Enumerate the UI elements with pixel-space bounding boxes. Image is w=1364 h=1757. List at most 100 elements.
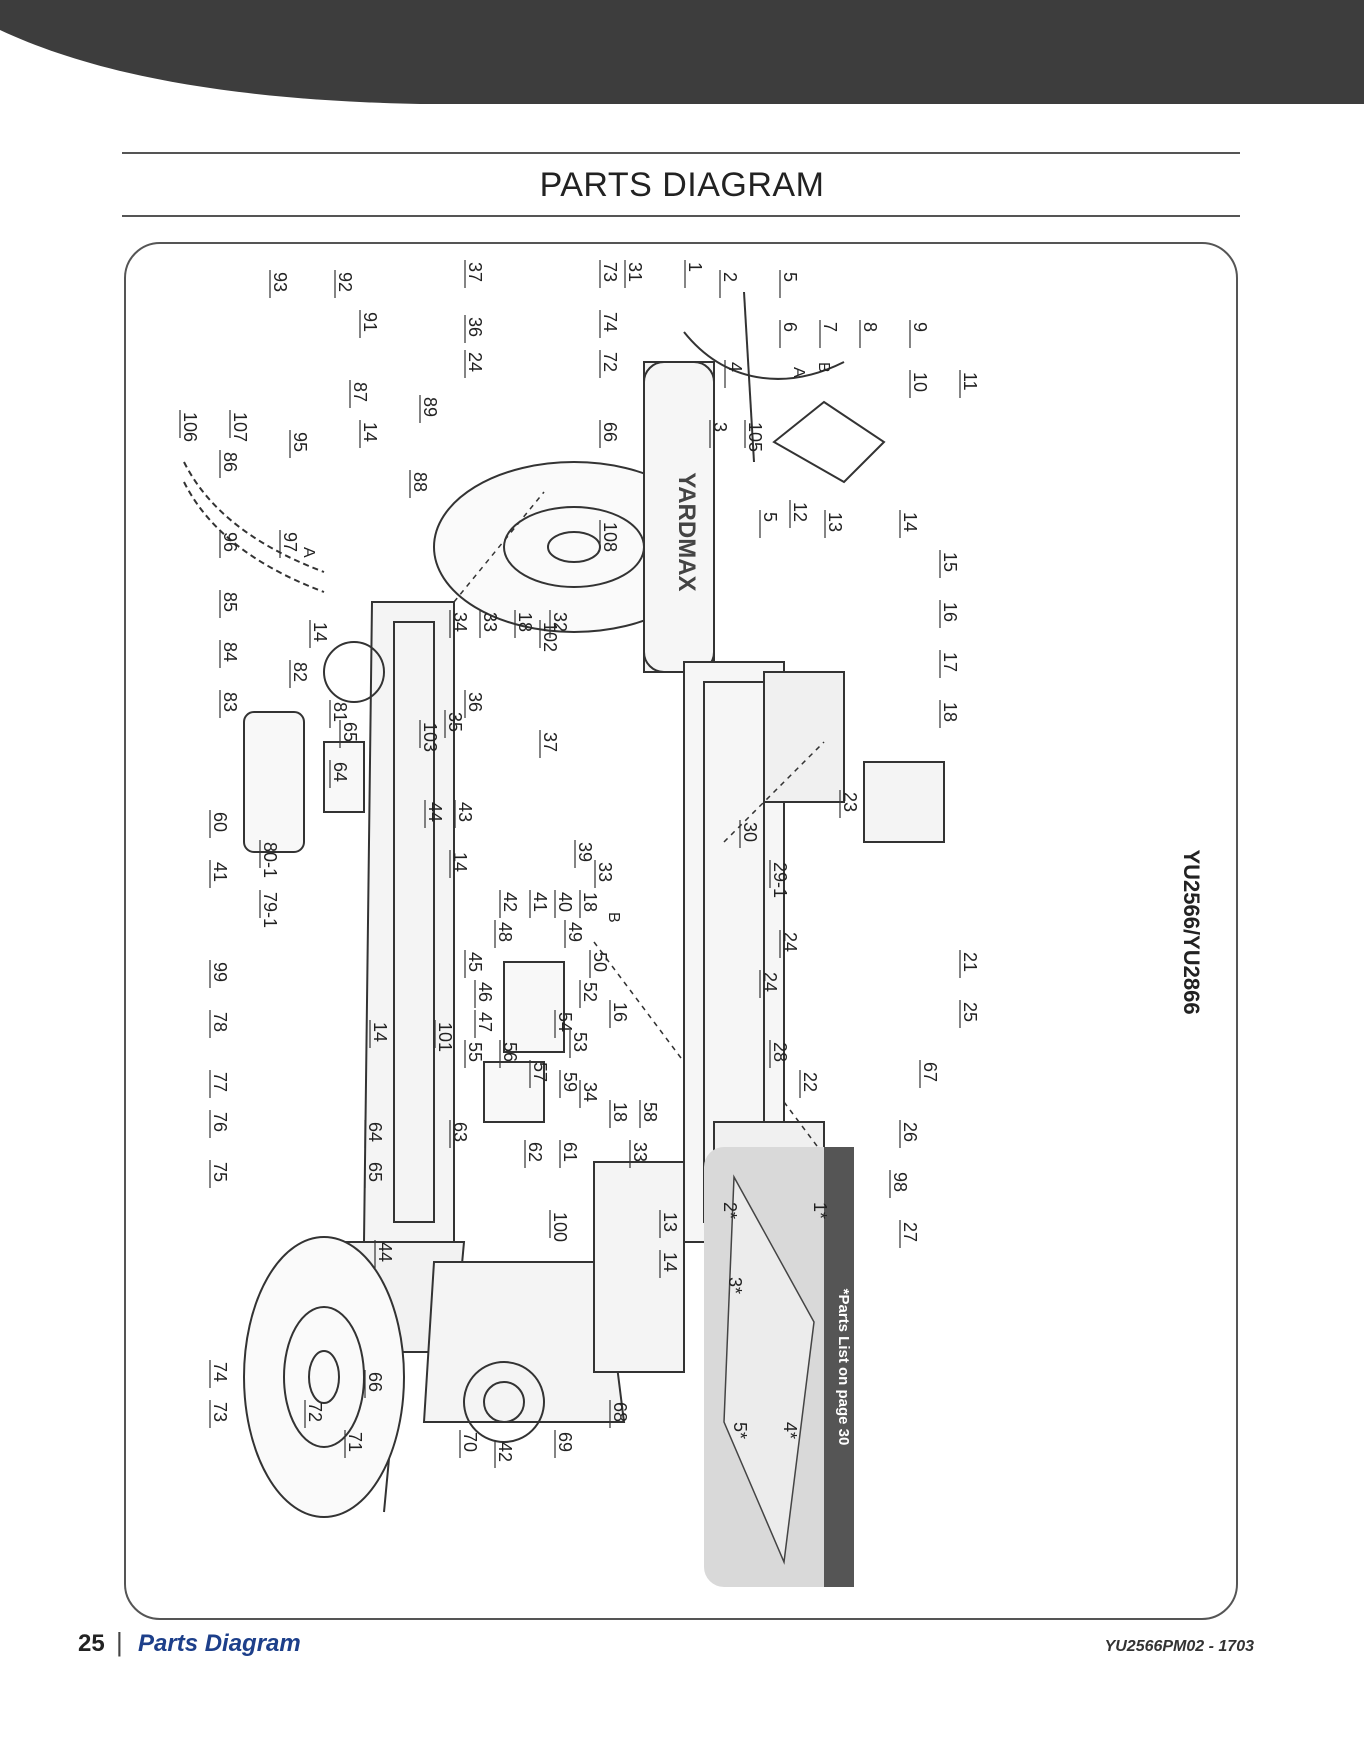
part-callout: 78 — [210, 1012, 230, 1032]
part-callout: 34 — [580, 1082, 600, 1102]
part-callout: 100 — [550, 1212, 570, 1242]
part-callout: 21 — [960, 952, 980, 972]
part-callout: 37 — [540, 732, 560, 752]
part-callout: 44 — [375, 1242, 395, 1262]
part-callout: 9 — [910, 322, 930, 332]
header-band — [0, 0, 1364, 104]
part-callout: 98 — [890, 1172, 910, 1192]
part-callout: 58 — [640, 1102, 660, 1122]
brand-decal: YARDMAX — [673, 472, 700, 591]
inset-callout-labels: 1*2*3*4*5* — [720, 1202, 830, 1439]
part-callout: 1 — [685, 262, 705, 272]
title-rule-top — [122, 152, 1240, 154]
part-callout: 85 — [220, 592, 240, 612]
part-callout: 42 — [495, 1442, 515, 1462]
part-callout: 36 — [465, 317, 485, 337]
part-callout: 44 — [425, 802, 445, 822]
part-callout: 89 — [420, 397, 440, 417]
part-callout: 36 — [465, 692, 485, 712]
part-callout: 83 — [220, 692, 240, 712]
part-callout: 76 — [210, 1112, 230, 1132]
part-callout: 64 — [330, 762, 350, 782]
part-callout: 107 — [230, 412, 250, 442]
part-callout: 69 — [555, 1432, 575, 1452]
part-callout: 7 — [820, 322, 840, 332]
part-callout: 105 — [745, 422, 765, 452]
part-callout: 65 — [340, 722, 360, 742]
part-callout: 88 — [410, 472, 430, 492]
part-callout: 66 — [600, 422, 620, 442]
part-callout: 59 — [560, 1072, 580, 1092]
part-callout: 13 — [660, 1212, 680, 1232]
part-callout: 16 — [610, 1002, 630, 1022]
part-callout: 55 — [465, 1042, 485, 1062]
part-callout: 57 — [530, 1062, 550, 1082]
part-callout: 33 — [480, 612, 500, 632]
part-callout: 82 — [290, 662, 310, 682]
part-callout: 68 — [610, 1402, 630, 1422]
part-callout: 62 — [525, 1142, 545, 1162]
part-callout: 93 — [270, 272, 290, 292]
part-callout: 96 — [220, 532, 240, 552]
part-callout: 14 — [370, 1022, 390, 1042]
part-callout: 73 — [600, 262, 620, 282]
part-callout: 14 — [360, 422, 380, 442]
part-callout: 54 — [555, 1012, 575, 1032]
part-callout: 12 — [790, 502, 810, 522]
part-callout: 67 — [920, 1062, 940, 1082]
title-rule-bottom — [122, 215, 1240, 217]
footer-section-title: Parts Diagram — [138, 1630, 301, 1657]
part-callout: 66 — [365, 1372, 385, 1392]
part-callout: 15 — [940, 552, 960, 572]
part-callout: 64 — [365, 1122, 385, 1142]
page-number: 25 — [78, 1630, 105, 1657]
part-callout: 14 — [900, 512, 920, 532]
part-callout: 71 — [345, 1432, 365, 1452]
part-callout: 5 — [760, 512, 780, 522]
part-callout: 26 — [900, 1122, 920, 1142]
part-callout: 43 — [455, 802, 475, 822]
part-callout: 23 — [840, 792, 860, 812]
line-art — [183, 291, 945, 1518]
part-callout: 18 — [610, 1102, 630, 1122]
part-callout: 45 — [465, 952, 485, 972]
part-callout: 31 — [625, 262, 645, 282]
parts-list-inset: *Parts List on page 30 — [704, 1147, 854, 1587]
part-callout: 49 — [565, 922, 585, 942]
port-label: A — [790, 367, 807, 378]
part-callout: 14 — [310, 622, 330, 642]
part-callout: 39 — [575, 842, 595, 862]
part-callout: 14 — [450, 852, 470, 872]
part-callout: 16 — [940, 602, 960, 622]
part-callout: 72 — [305, 1402, 325, 1422]
part-callout: 24 — [760, 972, 780, 992]
part-callout: 28 — [770, 1042, 790, 1062]
part-callout: 42 — [500, 892, 520, 912]
document-code: YU2566PM02 - 1703 — [1104, 1638, 1254, 1655]
part-callout: 46 — [475, 982, 495, 1002]
part-callout: 80-1 — [260, 842, 280, 878]
part-callout: 87 — [350, 382, 370, 402]
part-callout: 79-1 — [260, 892, 280, 928]
part-callout: 108 — [600, 522, 620, 552]
part-callout: 48 — [495, 922, 515, 942]
part-callout: 25 — [960, 1002, 980, 1022]
inset-part-callout: 1* — [810, 1202, 830, 1219]
part-callout: 34 — [450, 612, 470, 632]
part-callout: 70 — [460, 1432, 480, 1452]
part-callout: 73 — [210, 1402, 230, 1422]
part-callout: 53 — [570, 1032, 590, 1052]
part-callout: 2 — [720, 272, 740, 282]
part-callout: 3 — [710, 422, 730, 432]
part-callout: 72 — [600, 352, 620, 372]
part-callout: 29-1 — [770, 862, 790, 898]
part-callout: 13 — [825, 512, 845, 532]
inset-note: *Parts List on page 30 — [835, 1289, 852, 1446]
part-callout: 41 — [530, 892, 550, 912]
part-callout: 63 — [450, 1122, 470, 1142]
part-callout: 33 — [595, 862, 615, 882]
part-callout: 24 — [465, 352, 485, 372]
